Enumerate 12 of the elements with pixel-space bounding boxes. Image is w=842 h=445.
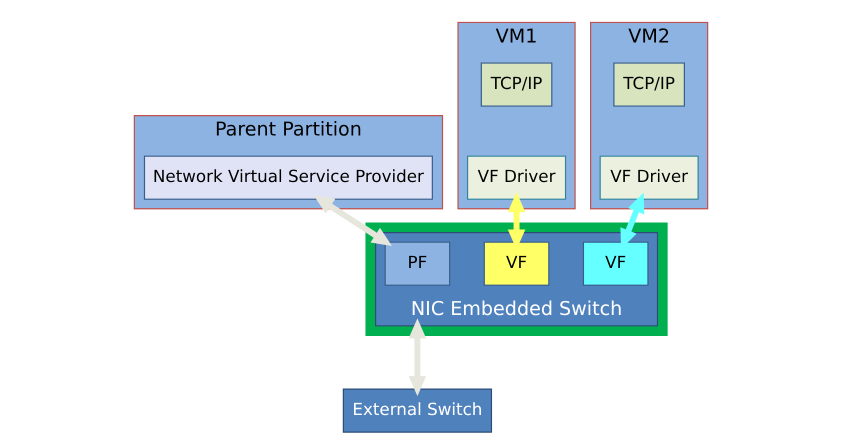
node-box: TCP/IP (613, 62, 685, 107)
node-box: VF (484, 242, 550, 286)
node-box: Network Virtual Service Provider (144, 156, 433, 200)
node-box: VF Driver (466, 156, 566, 200)
node-box: VF Driver (600, 156, 699, 200)
node-box: VF (582, 242, 649, 286)
arrow (408, 318, 426, 396)
node-box: External Switch (342, 388, 492, 433)
node-box: TCP/IP (480, 62, 552, 107)
arrow (314, 195, 392, 246)
cluster (365, 222, 668, 336)
node-box: PF (384, 242, 450, 286)
